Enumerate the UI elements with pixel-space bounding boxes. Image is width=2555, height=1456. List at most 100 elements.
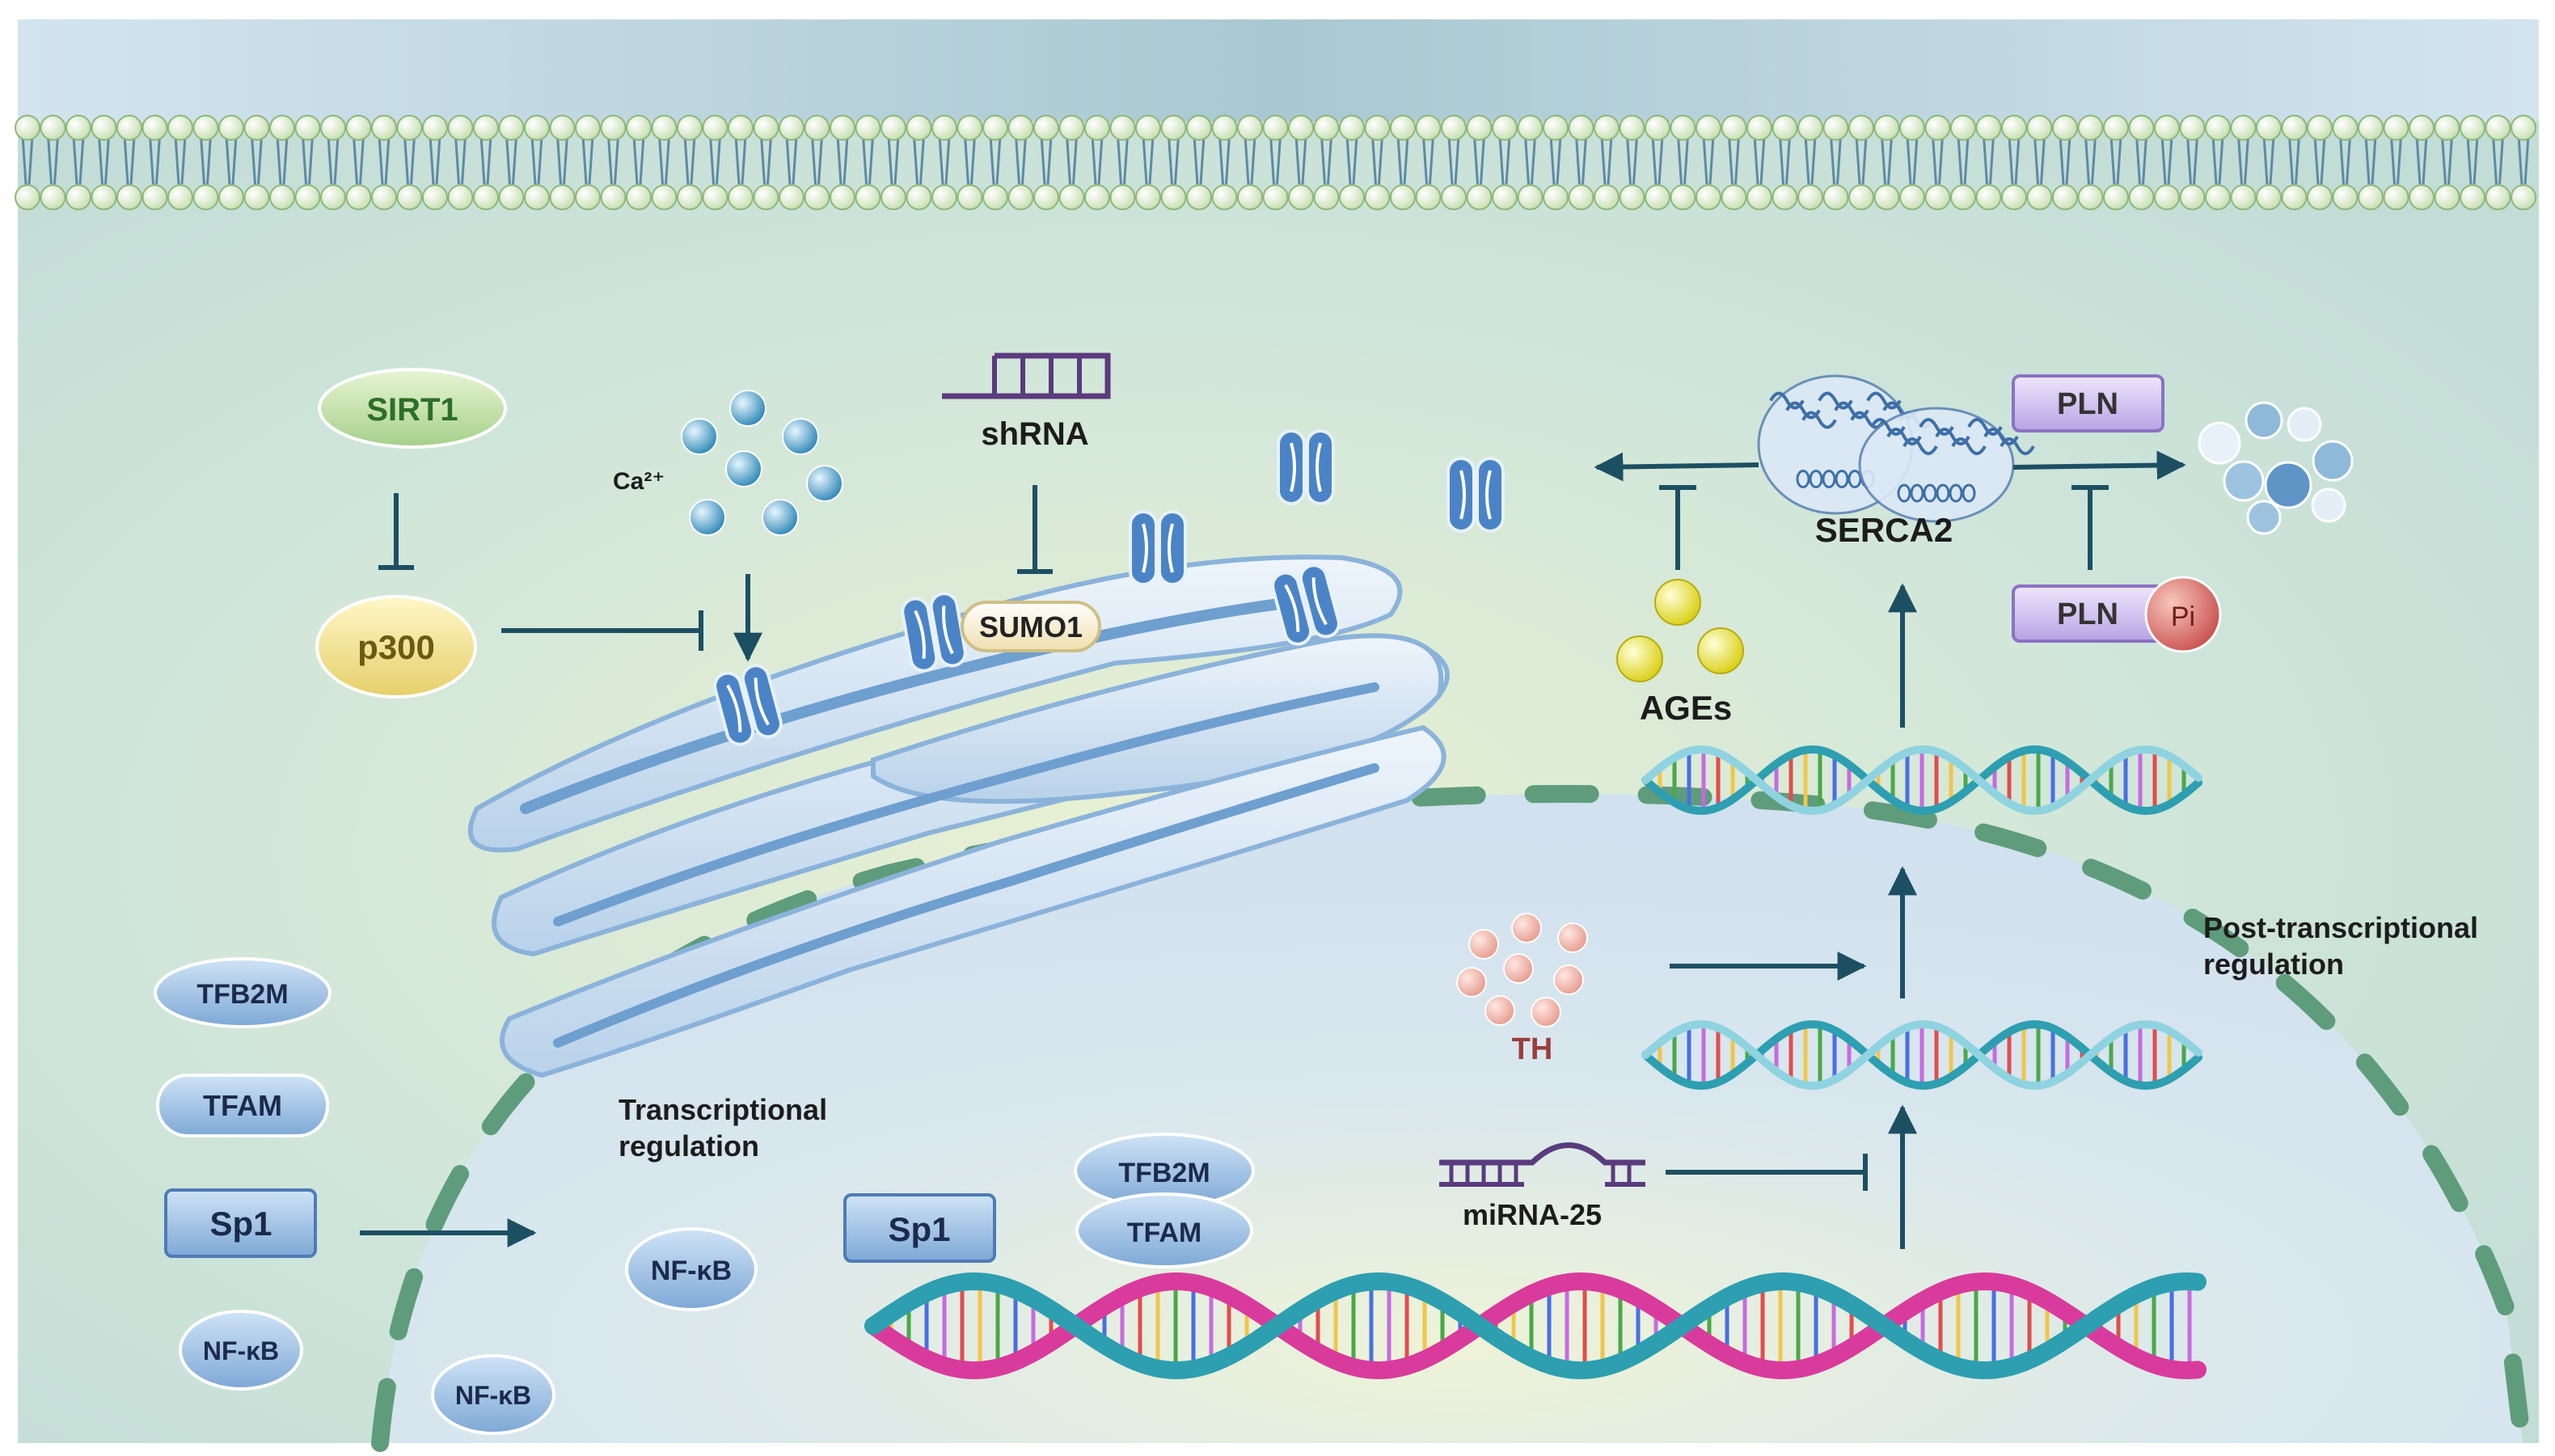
lipid-tail: [435, 135, 441, 185]
lipid-head: [702, 184, 728, 210]
lipid-tail: [1810, 135, 1817, 185]
lipid-tail: [1371, 135, 1377, 185]
lipid-tail: [1301, 135, 1307, 185]
lipid-head: [1517, 115, 1544, 141]
tfam-left-label: TFAM: [203, 1089, 282, 1122]
lipid-head: [830, 115, 855, 141]
lipid-tail: [479, 135, 486, 185]
lipid-tail: [2371, 135, 2377, 185]
lipid-tail: [1473, 135, 1479, 185]
lipid-tail: [1938, 135, 1944, 185]
lipid-tail: [1753, 135, 1759, 185]
th-label: TH: [1512, 1032, 1553, 1066]
lipid-head: [830, 184, 855, 210]
lipid-tail: [2014, 135, 2021, 185]
lipid-tail: [308, 135, 314, 185]
lipid-head: [1211, 115, 1238, 141]
lipid-head: [677, 115, 703, 141]
lipid-head: [218, 115, 244, 141]
lipid-tail: [862, 135, 868, 185]
lipid-tail: [556, 135, 562, 185]
lipid-head: [1543, 184, 1569, 210]
lipid-head: [524, 184, 550, 210]
sumo1-node: SUMO1: [961, 601, 1101, 652]
lipid-tail: [683, 135, 690, 185]
lipid-head: [575, 115, 601, 141]
tfb2m-left-node: TFB2M: [154, 957, 332, 1028]
lipid-head: [473, 115, 499, 141]
lipid-head: [1899, 184, 1925, 210]
lipid-head: [1822, 115, 1849, 141]
lipid-head: [881, 115, 906, 141]
nfkb-left-label-1: NF-κB: [203, 1336, 279, 1365]
lipid-tail: [1556, 135, 1562, 185]
lipid-tail: [403, 135, 409, 185]
lipid-head: [2001, 115, 2027, 141]
lipid-head: [1568, 184, 1594, 210]
lipid-tail: [639, 135, 645, 185]
lipid-tail: [2313, 135, 2320, 185]
lipid-head: [1339, 184, 1365, 210]
lipid-tail: [1218, 135, 1224, 185]
lipid-head: [728, 184, 754, 210]
lipid-head: [1084, 115, 1110, 141]
calcium-ion: [681, 418, 718, 455]
lipid-tail: [486, 135, 492, 185]
lipid-tail: [1830, 135, 1835, 185]
lipid-head: [1950, 184, 1976, 210]
lipid-tail: [1168, 135, 1173, 185]
lipid-tail: [2492, 135, 2498, 185]
lipid-tail: [1117, 135, 1122, 185]
tfam-dna-label: TFAM: [1127, 1218, 1202, 1248]
vesicle: [2245, 401, 2283, 440]
lipid-tail: [1294, 135, 1301, 185]
vesicle: [2246, 500, 2282, 535]
lipid-tail: [149, 135, 154, 185]
mrna-strand-upper: [1641, 745, 2202, 816]
lipid-head: [626, 115, 652, 141]
lipid-head: [243, 115, 270, 141]
tfam-left-node: TFAM: [156, 1074, 329, 1137]
lipid-tail: [1651, 135, 1658, 185]
transcriptional-label-line2: regulation: [619, 1129, 759, 1163]
lipid-tail: [2390, 135, 2396, 185]
lipid-tail: [78, 135, 85, 185]
lipid-head: [498, 184, 525, 210]
lipid-head: [2307, 184, 2333, 210]
lipid-tail: [1040, 135, 1046, 185]
lipid-tail: [785, 135, 792, 185]
lipid-tail: [2441, 135, 2447, 185]
lipid-head: [2154, 115, 2180, 141]
lipid-head: [855, 184, 881, 210]
lipid-tail: [1881, 135, 1886, 185]
lipid-head: [2001, 184, 2027, 210]
lipid-tail: [2091, 135, 2097, 185]
lipid-head: [1007, 184, 1034, 210]
lipid-head: [1924, 184, 1951, 210]
lipid-tail: [607, 135, 613, 185]
lipid-head: [1262, 115, 1289, 141]
serca2-label: SERCA2: [1815, 511, 1953, 549]
lipid-tail: [384, 135, 391, 185]
lipid-head: [957, 184, 983, 210]
lipid-head: [1007, 115, 1034, 141]
lipid-head: [1924, 115, 1951, 141]
lipid-tail: [836, 135, 843, 185]
lipid-tail: [2040, 135, 2046, 185]
lipid-head: [167, 184, 193, 210]
transcriptional-label-line1: Transcriptional: [619, 1093, 827, 1126]
lipid-tail: [1352, 135, 1358, 185]
tfam-dna-node: TFAM: [1075, 1192, 1253, 1268]
lipid-head: [1975, 115, 2002, 141]
lipid-tail: [378, 135, 384, 185]
lipid-tail: [1403, 135, 1409, 185]
lipid-head: [753, 184, 779, 210]
lipid-tail: [282, 135, 289, 185]
lipid-head: [1186, 115, 1212, 141]
lipid-tail: [989, 135, 995, 185]
lipid-tail: [1683, 135, 1689, 185]
lipid-head: [1237, 115, 1263, 141]
lipid-tail: [1015, 135, 1020, 185]
lipid-tail: [690, 135, 696, 185]
lipid-tail: [1072, 135, 1078, 185]
